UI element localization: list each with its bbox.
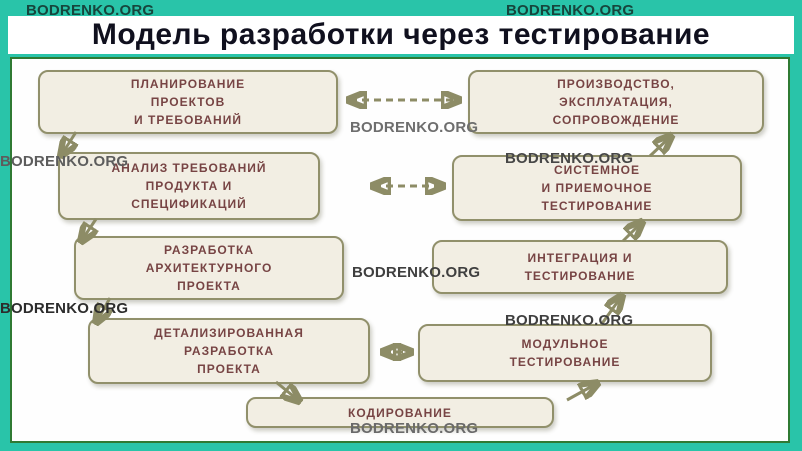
watermark: BODRENKO.ORG <box>350 420 479 437</box>
watermark: BODRENKO.ORG <box>505 150 634 167</box>
box-system-testing: СИСТЕМНОЕ И ПРИЕМОЧНОЕ ТЕСТИРОВАНИЕ <box>452 155 742 221</box>
box-system-testing-label: СИСТЕМНОЕ И ПРИЕМОЧНОЕ ТЕСТИРОВАНИЕ <box>541 163 653 213</box>
box-unit-testing: МОДУЛЬНОЕ ТЕСТИРОВАНИЕ <box>418 324 712 382</box>
box-planning-label: ПЛАНИРОВАНИЕ ПРОЕКТОВ И ТРЕБОВАНИЙ <box>130 77 246 127</box>
box-requirements-analysis: АНАЛИЗ ТРЕБОВАНИЙ ПРОДУКТА И СПЕЦИФИКАЦИ… <box>58 152 320 220</box>
title-bar: Модель разработки через тестирование <box>8 16 794 54</box>
watermark: BODRENKO.ORG <box>352 264 481 281</box>
box-architecture-design-label: РАЗРАБОТКА АРХИТЕКТУРНОГО ПРОЕКТА <box>145 243 273 293</box>
watermark: BODRENKO.ORG <box>26 2 155 19</box>
page-title: Модель разработки через тестирование <box>91 18 711 51</box>
box-requirements-analysis-label: АНАЛИЗ ТРЕБОВАНИЙ ПРОДУКТА И СПЕЦИФИКАЦИ… <box>111 161 267 211</box>
box-integration-testing: ИНТЕГРАЦИЯ И ТЕСТИРОВАНИЕ <box>432 240 728 294</box>
watermark: BODRENKO.ORG <box>505 312 634 329</box>
watermark: BODRENKO.ORG <box>506 2 635 19</box>
box-production-label: ПРОИЗВОДСТВО, ЭКСПЛУАТАЦИЯ, СОПРОВОЖДЕНИ… <box>552 77 680 127</box>
box-architecture-design: РАЗРАБОТКА АРХИТЕКТУРНОГО ПРОЕКТА <box>74 236 344 300</box>
box-detailed-design-label: ДЕТАЛИЗИРОВАННАЯ РАЗРАБОТКА ПРОЕКТА <box>154 326 304 376</box>
box-unit-testing-label: МОДУЛЬНОЕ ТЕСТИРОВАНИЕ <box>509 337 621 369</box>
box-detailed-design: ДЕТАЛИЗИРОВАННАЯ РАЗРАБОТКА ПРОЕКТА <box>88 318 370 384</box>
box-coding-label: КОДИРОВАНИЕ <box>348 405 452 420</box>
watermark: BODRENKO.ORG <box>0 300 129 317</box>
box-planning: ПЛАНИРОВАНИЕ ПРОЕКТОВ И ТРЕБОВАНИЙ <box>38 70 338 134</box>
watermark: BODRENKO.ORG <box>350 119 479 136</box>
watermark: BODRENKO.ORG <box>0 153 129 170</box>
box-production: ПРОИЗВОДСТВО, ЭКСПЛУАТАЦИЯ, СОПРОВОЖДЕНИ… <box>468 70 764 134</box>
box-integration-testing-label: ИНТЕГРАЦИЯ И ТЕСТИРОВАНИЕ <box>524 251 636 283</box>
